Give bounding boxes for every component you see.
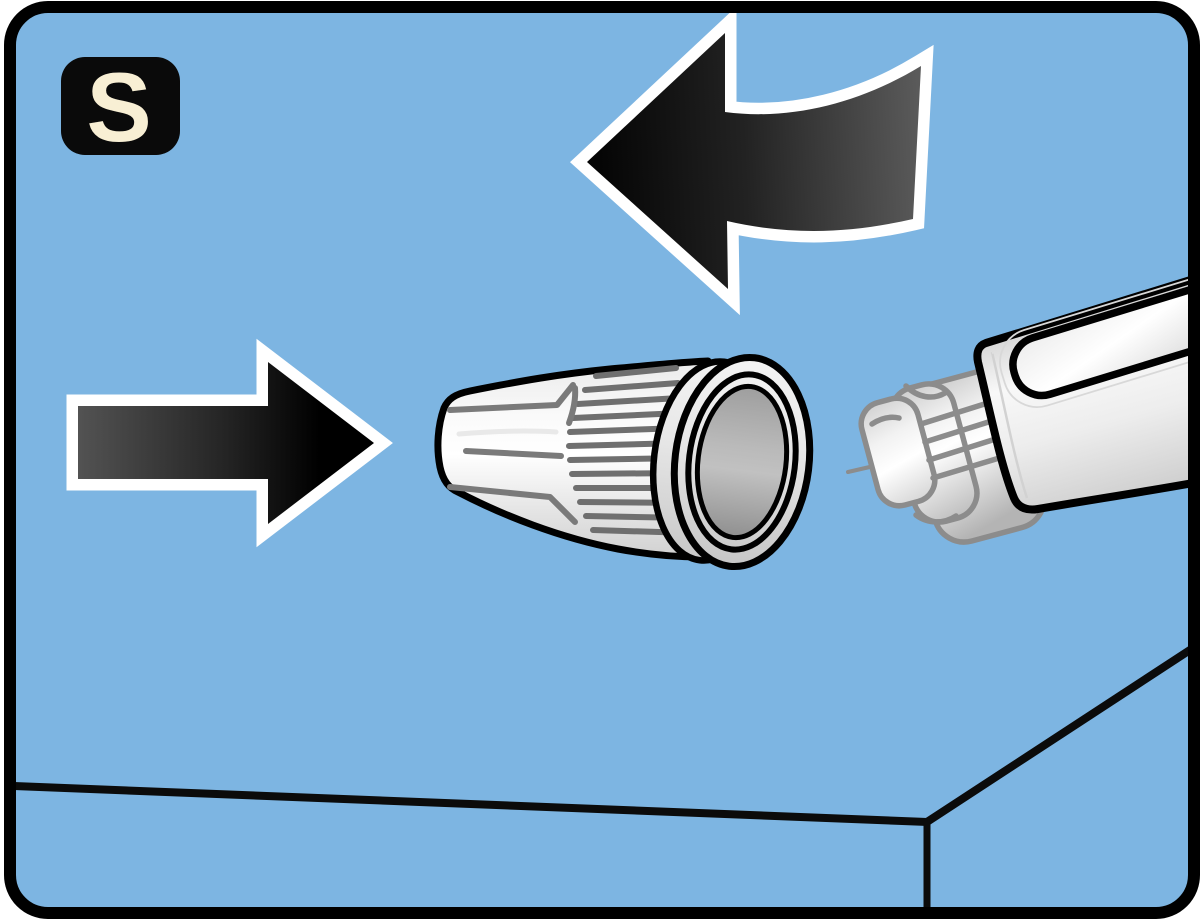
needle-outer-cap	[434, 353, 814, 571]
pen-front-seam	[990, 351, 1029, 499]
straight-right-arrow-icon	[66, 338, 393, 548]
straight-arrow-fill	[78, 362, 374, 524]
curved-left-arrow-icon	[569, 6, 934, 316]
needle-hub-details	[869, 383, 1009, 525]
step-badge-background	[61, 57, 180, 155]
curved-arrow-fill	[587, 33, 921, 289]
pen-window-seam	[999, 269, 1200, 408]
step-badge-label: S	[86, 52, 151, 162]
cap-opening	[694, 383, 790, 541]
step-badge: S	[61, 52, 180, 162]
cap-highlight-line	[456, 428, 559, 437]
panel-frame	[4, 1, 1200, 919]
cap-grip-lines	[447, 382, 579, 525]
injection-pen-with-needle	[846, 269, 1200, 545]
table-edge	[13, 644, 1196, 913]
